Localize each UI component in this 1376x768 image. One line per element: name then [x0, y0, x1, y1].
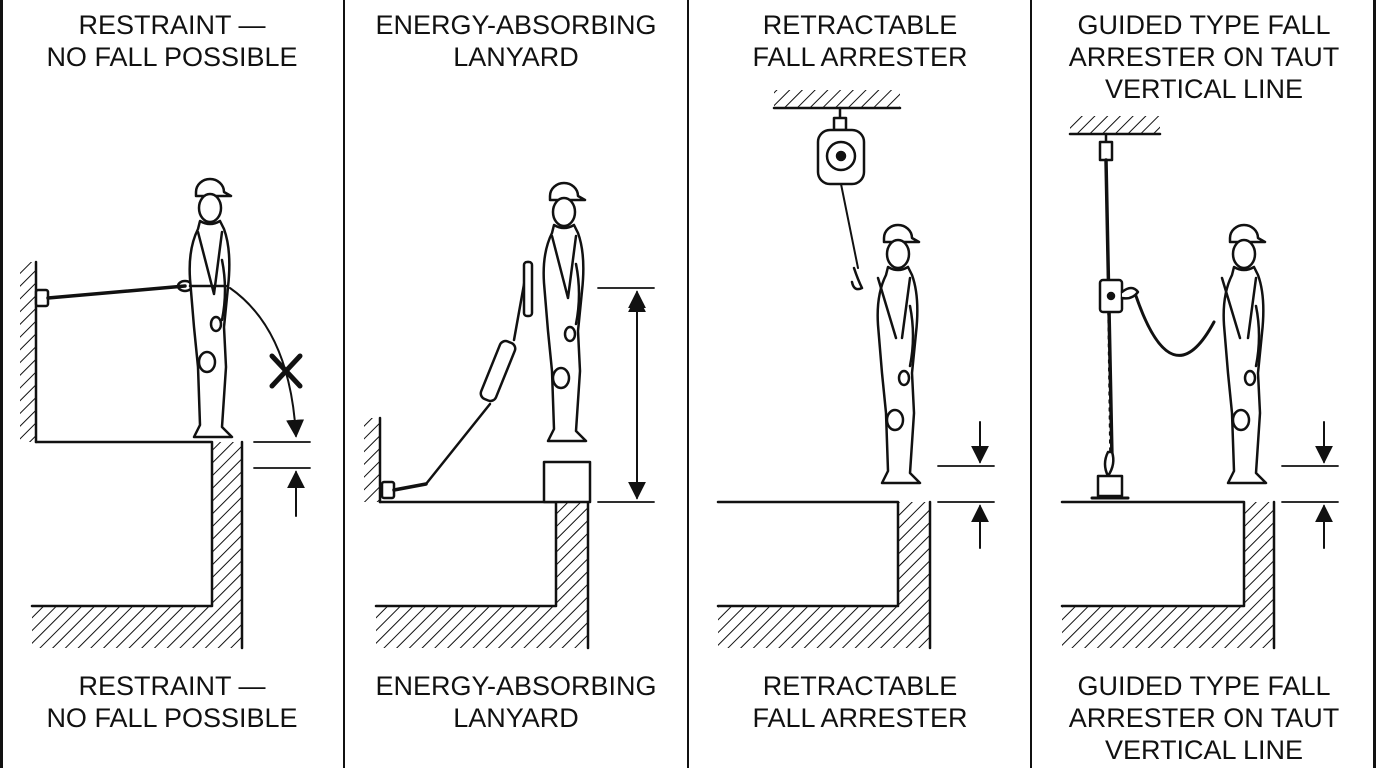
panel-restraint: RESTRAINT — NO FALL POSSIBLE — [0, 0, 344, 768]
platform-outline — [374, 500, 558, 608]
lanyard-illustration — [364, 181, 655, 650]
top-caption-line-3: VERTICAL LINE — [1104, 74, 1304, 104]
retractable-illustration — [716, 90, 995, 650]
worker-figure — [876, 223, 922, 485]
restraint-lanyard — [46, 284, 187, 300]
bottom-caption-line-2: FALL ARRESTER — [752, 703, 968, 733]
bottom-caption-line-1: GUIDED TYPE FALL — [1077, 671, 1331, 701]
panel-retractable-fall-arrester: RETRACTABLE FALL ARRESTER — [688, 0, 1032, 768]
frame-left-border — [0, 0, 3, 768]
platform-outline — [30, 440, 214, 608]
guided-arrester-illustration — [1060, 116, 1339, 650]
top-caption-line-2: NO FALL POSSIBLE — [46, 42, 298, 72]
restraint-illustration — [20, 177, 311, 650]
bottom-caption-line-2: NO FALL POSSIBLE — [46, 703, 298, 733]
anchor-point — [34, 288, 50, 308]
bottom-caption: RESTRAINT — NO FALL POSSIBLE — [0, 670, 344, 734]
anchor-point — [380, 480, 396, 500]
energy-absorber-pack — [479, 339, 517, 403]
top-caption: GUIDED TYPE FALL ARRESTER ON TAUT VERTIC… — [1032, 9, 1376, 105]
platform-outline — [716, 500, 900, 608]
worker-figure — [542, 181, 588, 443]
frame-right-border — [1373, 0, 1376, 768]
bottom-caption-line-1: ENERGY-ABSORBING — [375, 671, 657, 701]
top-caption-line-2: LANYARD — [453, 42, 579, 72]
lanyard-line — [424, 402, 492, 486]
fall-arc-arrow — [229, 287, 305, 438]
top-caption-line-1: GUIDED TYPE FALL — [1077, 10, 1331, 40]
panel-divider-3 — [1030, 0, 1032, 768]
top-caption-line-2: ARRESTER ON TAUT — [1068, 42, 1340, 72]
bottom-caption-line-2: ARRESTER ON TAUT — [1068, 703, 1340, 733]
worker-figure — [1220, 223, 1268, 485]
ledge-hatch — [556, 502, 588, 648]
ground-hatch — [1062, 606, 1244, 648]
retractable-cable — [840, 183, 859, 269]
ground-hatch — [718, 606, 898, 648]
ledge-hatch — [212, 442, 242, 648]
top-caption-line-1: ENERGY-ABSORBING — [375, 10, 657, 40]
top-caption-line-1: RESTRAINT — — [78, 10, 266, 40]
panel-energy-absorbing-lanyard: ENERGY-ABSORBING LANYARD — [344, 0, 688, 768]
ground-hatch — [32, 606, 212, 648]
ceiling-hatch — [774, 90, 900, 108]
wall-hatch — [20, 262, 36, 442]
top-caption: RETRACTABLE FALL ARRESTER — [688, 9, 1032, 73]
bottom-caption: ENERGY-ABSORBING LANYARD — [344, 670, 688, 734]
wall-hatch — [364, 418, 380, 502]
panel-guided-type-fall-arrester: GUIDED TYPE FALL ARRESTER ON TAUT VERTIC… — [1032, 0, 1376, 768]
cable-hook — [850, 266, 864, 291]
ledge-hatch — [898, 502, 930, 648]
worker-figure — [188, 177, 234, 439]
bottom-caption: RETRACTABLE FALL ARRESTER — [688, 670, 1032, 734]
ground-hatch — [376, 606, 556, 648]
bottom-caption-line-2: LANYARD — [453, 703, 579, 733]
bottom-caption-line-1: RESTRAINT — — [78, 671, 266, 701]
panel-divider-1 — [343, 0, 345, 768]
platform-outline — [1060, 500, 1246, 608]
connecting-lanyard — [1134, 294, 1216, 357]
bottom-caption: GUIDED TYPE FALL ARRESTER ON TAUT VERTIC… — [1032, 670, 1376, 766]
no-fall-x-mark — [269, 353, 303, 389]
ceiling-hatch — [1070, 116, 1160, 134]
bottom-caption-line-1: RETRACTABLE — [762, 671, 958, 701]
top-caption-line-1: RETRACTABLE — [762, 10, 958, 40]
top-caption-line-2: FALL ARRESTER — [752, 42, 968, 72]
bottom-caption-line-3: VERTICAL LINE — [1104, 735, 1304, 765]
ledge-hatch — [1244, 502, 1274, 648]
step-box — [542, 460, 592, 504]
top-caption: ENERGY-ABSORBING LANYARD — [344, 9, 688, 73]
panel-divider-2 — [687, 0, 689, 768]
top-caption: RESTRAINT — NO FALL POSSIBLE — [0, 9, 344, 73]
